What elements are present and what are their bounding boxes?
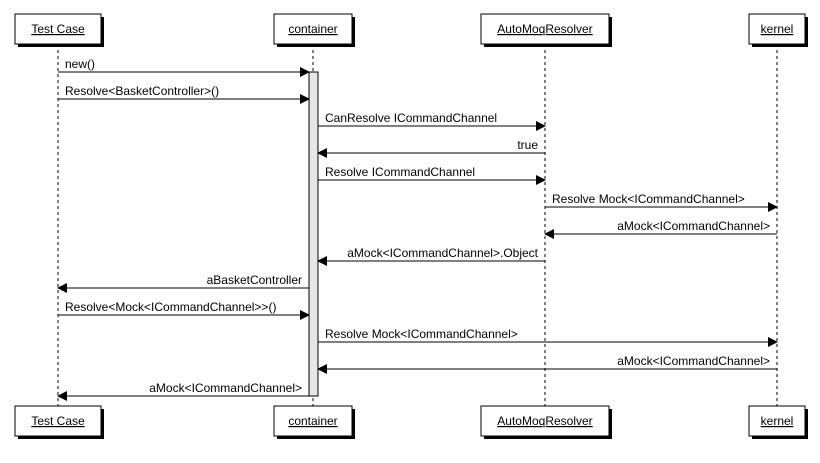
participant-bottom-kernel: kernel xyxy=(748,405,808,439)
message-label: new() xyxy=(65,57,95,71)
participant-box xyxy=(480,13,610,45)
message-label: Resolve<BasketController>() xyxy=(65,84,219,98)
participant-label: container xyxy=(288,414,337,428)
message-12: aMock<ICommandChannel> xyxy=(317,354,777,374)
message-label: aBasketController xyxy=(207,273,302,287)
message-10: Resolve<Mock<ICommandChannel>>() xyxy=(58,300,310,320)
participant-label: Test Case xyxy=(31,22,85,36)
message-6: Resolve Mock<ICommandChannel> xyxy=(545,192,778,212)
message-label: aMock<ICommandChannel> xyxy=(149,381,302,395)
participant-top-container: container xyxy=(273,13,355,47)
message-3: CanResolve ICommandChannel xyxy=(318,111,546,131)
container-activation-bar xyxy=(308,71,319,397)
participant-label: AutoMoqResolver xyxy=(497,414,592,428)
message-5: Resolve ICommandChannel xyxy=(318,165,546,185)
participant-label: container xyxy=(288,22,337,36)
participant-box xyxy=(273,13,353,45)
message-13: aMock<ICommandChannel> xyxy=(57,381,309,401)
message-label: Resolve Mock<ICommandChannel> xyxy=(325,327,518,341)
message-label: true xyxy=(517,138,538,152)
participant-box xyxy=(14,405,102,437)
message-4: true xyxy=(317,138,545,158)
participant-label: Test Case xyxy=(31,414,85,428)
participant-label: AutoMoqResolver xyxy=(497,22,592,36)
participant-top-test-case: Test Case xyxy=(14,13,104,47)
message-label: Resolve<Mock<ICommandChannel>>() xyxy=(65,300,276,314)
participant-bottom-automoqresolver: AutoMoqResolver xyxy=(480,405,612,439)
participant-box xyxy=(748,13,806,45)
message-8: aMock<ICommandChannel>.Object xyxy=(317,246,545,266)
participant-box xyxy=(480,405,610,437)
participant-box xyxy=(14,13,102,45)
message-7: aMock<ICommandChannel> xyxy=(544,219,777,239)
message-9: aBasketController xyxy=(57,273,309,293)
participant-label: kernel xyxy=(761,22,794,36)
participant-bottom-test-case: Test Case xyxy=(14,405,104,439)
message-label: Resolve Mock<ICommandChannel> xyxy=(552,192,745,206)
message-label: Resolve ICommandChannel xyxy=(325,165,475,179)
participant-top-kernel: kernel xyxy=(748,13,808,47)
message-label: aMock<ICommandChannel> xyxy=(617,219,770,233)
participant-top-automoqresolver: AutoMoqResolver xyxy=(480,13,612,47)
message-1: new() xyxy=(58,57,310,77)
message-2: Resolve<BasketController>() xyxy=(58,84,310,104)
participant-bottom-container: container xyxy=(273,405,355,439)
participant-box xyxy=(748,405,806,437)
participant-box xyxy=(273,405,353,437)
participant-label: kernel xyxy=(761,414,794,428)
message-label: CanResolve ICommandChannel xyxy=(325,111,497,125)
message-11: Resolve Mock<ICommandChannel> xyxy=(318,327,778,347)
message-label: aMock<ICommandChannel>.Object xyxy=(347,246,538,260)
message-label: aMock<ICommandChannel> xyxy=(617,354,770,368)
